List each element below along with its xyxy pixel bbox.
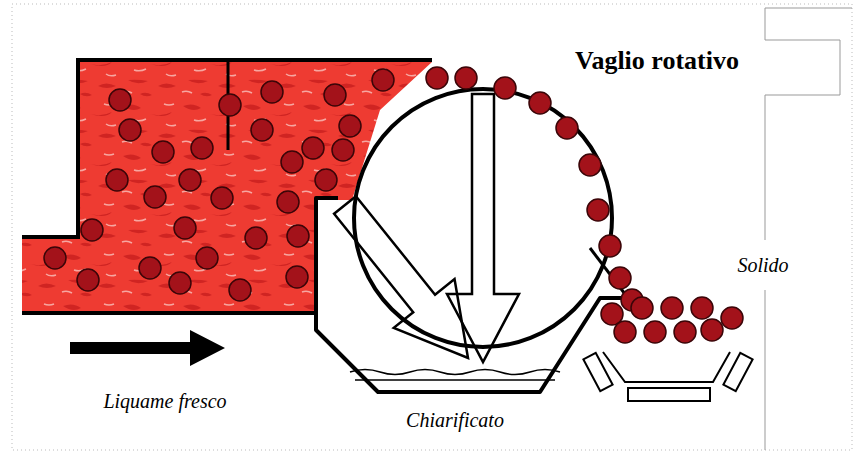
solid-particle xyxy=(196,247,218,269)
solid-particle xyxy=(332,139,354,161)
solid-particle xyxy=(315,169,337,191)
solid-particle xyxy=(219,94,241,116)
page-border xyxy=(12,4,852,450)
solid-particle xyxy=(281,151,303,173)
solid-particle xyxy=(721,307,743,329)
solid-particle xyxy=(661,297,683,319)
solid-particle xyxy=(229,279,251,301)
solid-particle xyxy=(77,269,99,291)
solid-particle xyxy=(287,225,309,247)
solid-particle xyxy=(644,321,666,343)
solid-particle xyxy=(261,81,283,103)
solid-particle xyxy=(324,84,346,106)
channel-floor xyxy=(22,311,318,315)
solid-particle xyxy=(599,235,621,257)
solid-particle xyxy=(169,272,191,294)
flow-arrows xyxy=(334,94,519,362)
clarified-liquid xyxy=(350,370,560,381)
solid-particle xyxy=(302,137,324,159)
solid-particle xyxy=(139,257,161,279)
solids-collector xyxy=(583,352,752,401)
solid-particles xyxy=(44,67,743,343)
solid-particle xyxy=(614,321,636,343)
solid-particle xyxy=(556,117,578,139)
flow-arrow xyxy=(447,94,519,362)
solid-particle xyxy=(691,297,713,319)
solid-particle xyxy=(455,67,477,89)
solid-particle xyxy=(494,77,516,99)
solid-particle xyxy=(179,169,201,191)
flow-label: Chiarificato xyxy=(406,409,504,432)
title-frame xyxy=(765,8,852,450)
solid-particle xyxy=(587,199,609,221)
solid-particle xyxy=(701,319,723,341)
solid-particle xyxy=(529,92,551,114)
solid-particle xyxy=(152,141,174,163)
solid-particle xyxy=(109,89,131,111)
solid-particle xyxy=(286,266,308,288)
solid-particle xyxy=(106,169,128,191)
solid-particle xyxy=(339,115,361,137)
flow-label: Solido xyxy=(737,254,788,277)
solid-particle xyxy=(251,119,273,141)
solid-particle xyxy=(44,247,66,269)
solid-particle xyxy=(579,154,601,176)
flow-arrow xyxy=(334,196,468,358)
diagram-title: Vaglio rotativo xyxy=(575,46,739,76)
solid-particle xyxy=(426,67,448,89)
solid-particle xyxy=(674,321,696,343)
solid-particle xyxy=(119,119,141,141)
inlet-arrow xyxy=(70,330,225,366)
solid-particle xyxy=(174,217,196,239)
solid-particle xyxy=(245,227,267,249)
rotary-drum xyxy=(354,89,612,347)
solid-particle xyxy=(631,297,653,319)
flow-label: Liquame fresco xyxy=(103,390,226,413)
solid-particle xyxy=(191,137,213,159)
solid-particle xyxy=(372,69,394,91)
solid-particle xyxy=(81,219,103,241)
solid-particle xyxy=(211,187,233,209)
solid-particle xyxy=(609,267,631,289)
solid-particle xyxy=(277,191,299,213)
solid-particle xyxy=(144,186,166,208)
